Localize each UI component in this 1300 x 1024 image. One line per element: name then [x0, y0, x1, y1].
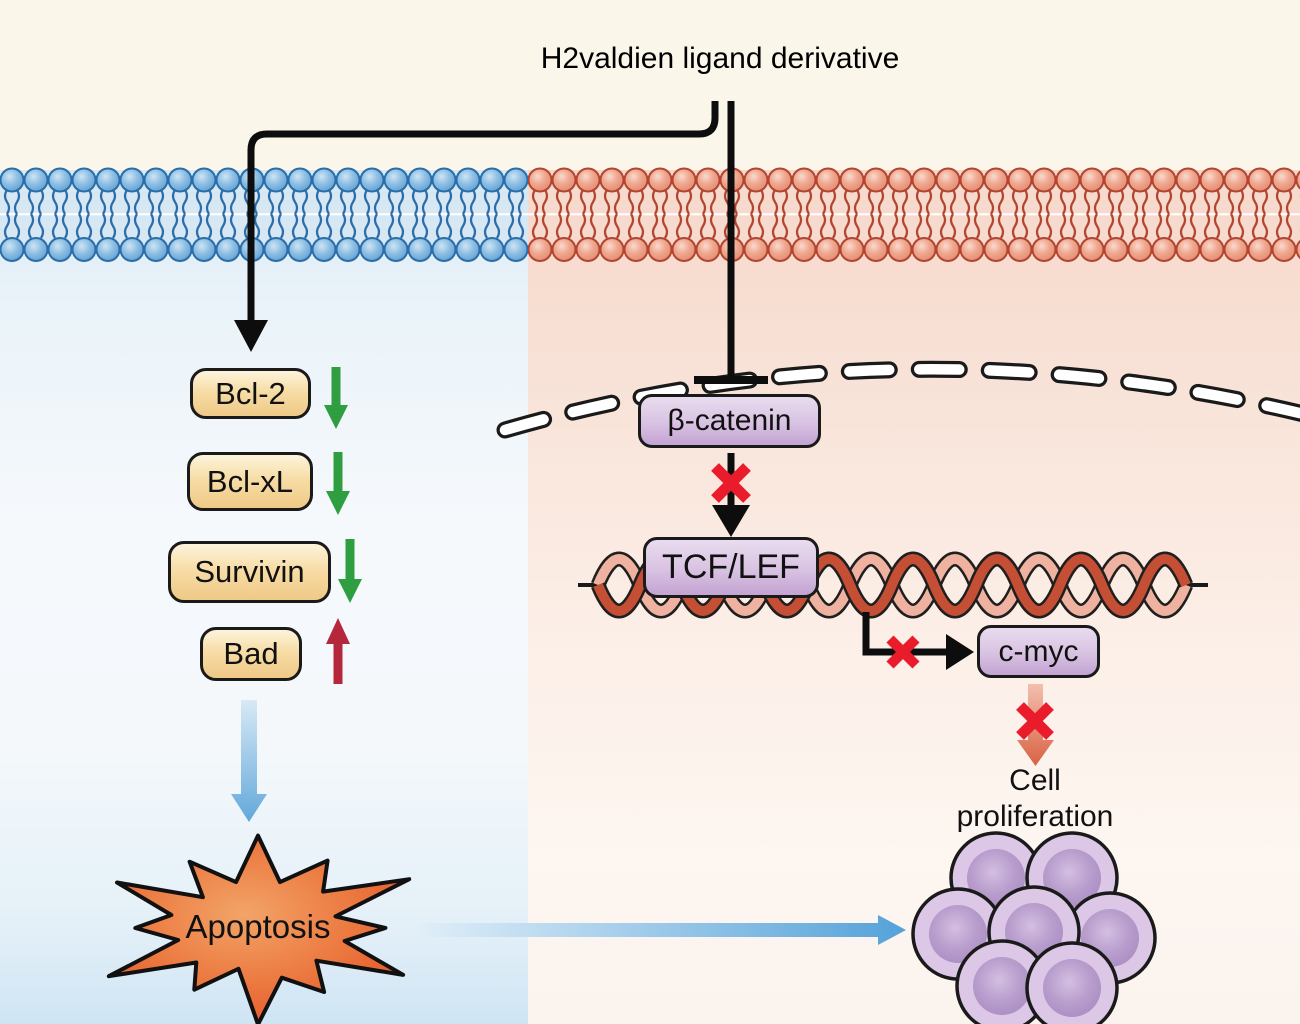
protein-box-bclxl: Bcl-xL: [187, 452, 313, 511]
tcf-to-cmyc-arrow: [862, 612, 974, 670]
cell-cluster: [911, 831, 1157, 1024]
apoptosis-label: Apoptosis: [185, 908, 331, 945]
arrowhead-down: [712, 505, 750, 537]
blue-arrow-right-icon: [420, 915, 906, 945]
node-box-tcf-lef: TCF/LEF: [643, 537, 819, 598]
node-box-c-myc: c-myc: [977, 625, 1100, 678]
lipid-bilayer-left: [0, 165, 528, 263]
up-regulation-arrow: [326, 618, 350, 684]
diagram-title: H2valdien ligand derivative: [540, 42, 900, 75]
protein-box-bcl2: Bcl-2: [190, 368, 311, 419]
cell: [1025, 941, 1119, 1024]
cell-membrane: [0, 165, 1300, 263]
arrowhead-right: [946, 634, 974, 670]
down-regulation-arrow: [326, 452, 350, 515]
down-regulation-arrow: [338, 539, 362, 603]
node-box-beta-catenin: β-catenin: [638, 394, 821, 448]
blocked-x-icon: [886, 635, 920, 669]
cell: [955, 939, 1049, 1024]
blocked-x-icon: [1016, 702, 1054, 740]
lipid-bilayer-right: [528, 165, 1300, 263]
blue-arrow-down-icon: [231, 700, 267, 822]
down-regulation-arrow: [324, 367, 348, 429]
apoptosis-burst-shape: [106, 833, 412, 1024]
ligand-inhibition-line: [694, 101, 768, 384]
nuclear-envelope-dashes: [496, 360, 1300, 439]
protein-box-survivin: Survivin: [168, 541, 331, 603]
ligand-branch-arrow: [234, 101, 719, 352]
protein-box-bad: Bad: [200, 627, 302, 681]
arrowhead-down: [234, 320, 268, 352]
cell-proliferation-label: Cell proliferation: [956, 764, 1114, 833]
blocked-x-icon: [711, 463, 751, 503]
